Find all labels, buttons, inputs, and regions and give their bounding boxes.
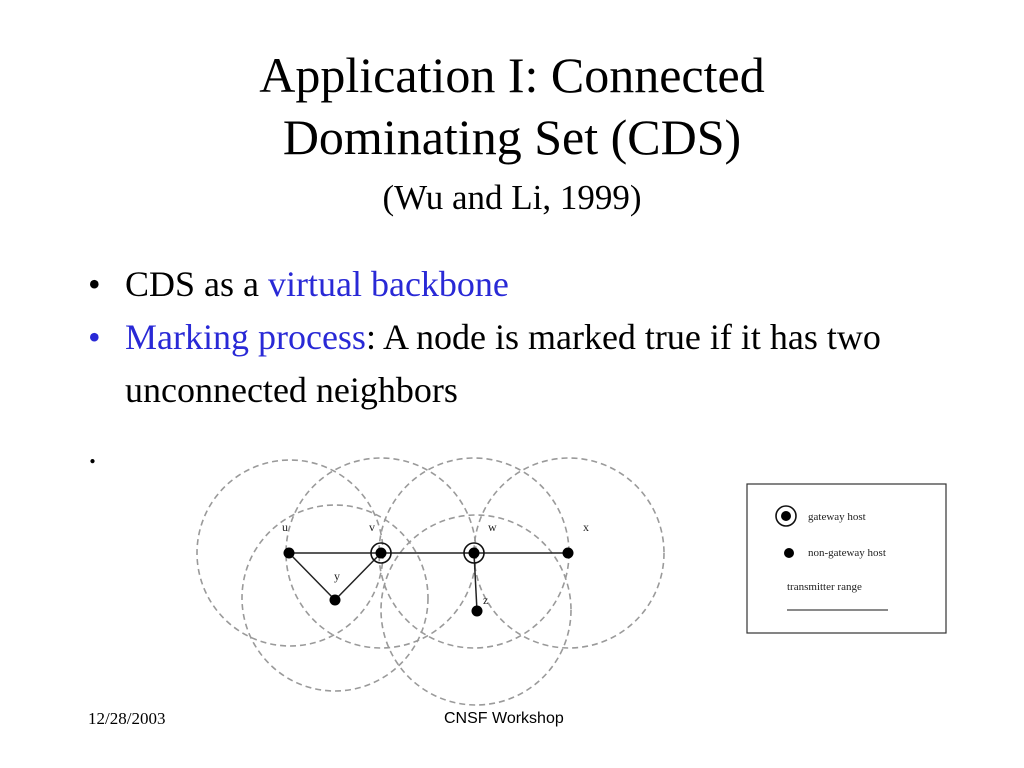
gateway-ring-w <box>463 542 485 564</box>
bullet-marker: • <box>88 264 101 304</box>
node-label-x: x <box>583 520 589 534</box>
bullet-marker: • <box>88 317 101 357</box>
bullet-item-1: • CDS as a virtual backbone <box>88 258 968 311</box>
legend-gateway-ring-icon <box>775 505 797 527</box>
range-circle-y <box>241 504 429 692</box>
range-circle-x <box>473 457 665 649</box>
edge-w-z <box>473 552 478 612</box>
bullet-marker: . <box>88 431 97 471</box>
diagram-figure: u v w x y z <box>196 457 665 706</box>
range-circle-z <box>380 514 572 706</box>
node-y <box>329 594 341 606</box>
page-title-line-2: Dominating Set (CDS) <box>282 109 742 165</box>
bullet-highlight: Marking process <box>125 317 366 357</box>
legend-gateway-label: gateway host <box>808 511 866 523</box>
node-label-w: w <box>488 520 497 534</box>
edge-y-v <box>334 552 382 601</box>
title-block: Application I: Connected Dominating Set … <box>0 44 1024 220</box>
legend-non-gateway-label: non-gateway host <box>808 547 886 559</box>
bullet-text-suffix: : A node is marked true if it has two un… <box>125 317 881 410</box>
node-label-u: u <box>282 520 288 534</box>
node-w <box>468 547 480 559</box>
legend-range-label: transmitter range <box>787 581 862 593</box>
node-label-z: z <box>483 593 488 607</box>
node-u <box>283 547 295 559</box>
legend-gateway-dot-icon <box>781 511 791 521</box>
footer-event: CNSF Workshop <box>444 710 564 727</box>
bullet-item-2: • Marking process: A node is marked true… <box>88 311 968 417</box>
bullet-text: CDS as a <box>125 264 268 304</box>
bullet-highlight: virtual backbone <box>268 264 509 304</box>
edge-u-y <box>288 552 336 601</box>
diagram-legend: gateway host non-gateway host transmitte… <box>746 483 947 634</box>
bullet-list: • CDS as a virtual backbone • Marking pr… <box>88 258 968 471</box>
node-v <box>375 547 387 559</box>
gateway-ring-v <box>370 542 392 564</box>
page-subtitle: (Wu and Li, 1999) <box>382 178 642 217</box>
node-x <box>562 547 574 559</box>
legend-non-gateway-dot-icon <box>784 548 794 558</box>
node-z <box>471 605 483 617</box>
node-label-v: v <box>369 520 375 534</box>
node-label-y: y <box>334 569 340 583</box>
footer-date: 12/28/2003 <box>88 709 166 728</box>
page-title-line-1: Application I: Connected <box>259 47 765 103</box>
